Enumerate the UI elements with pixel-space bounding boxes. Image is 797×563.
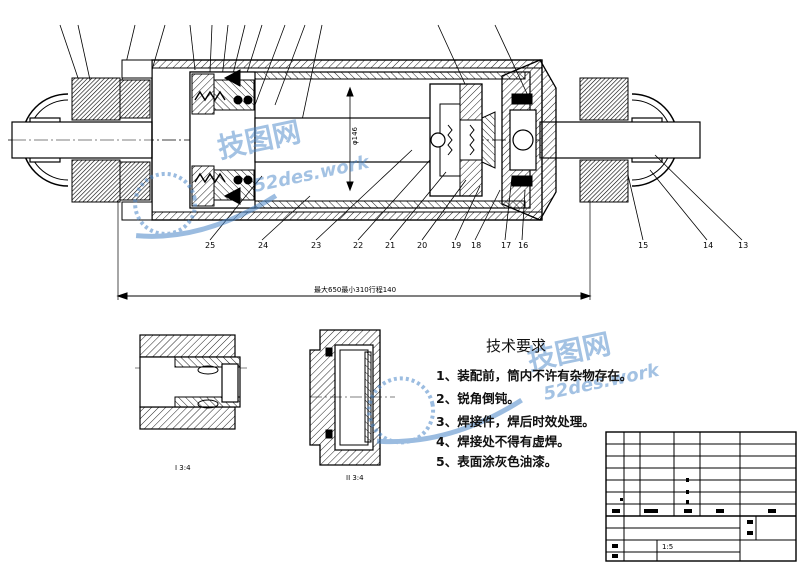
watermark-top	[133, 171, 278, 239]
part-number: 16	[518, 241, 528, 250]
detail-view-two	[309, 329, 395, 466]
part-number: 23	[311, 241, 321, 250]
assembly-labels: 最大650最小310行程140 φ146 25 24 23 22 21 20 1…	[205, 126, 748, 294]
tech-requirement-item: 5、表面涂灰色油漆。	[436, 454, 558, 469]
view-one-label: I 3:4	[175, 464, 191, 472]
part-number: 19	[451, 241, 461, 250]
tech-requirements-title: 技术要求	[486, 337, 547, 355]
part-number: 22	[353, 241, 363, 250]
right-rod	[539, 121, 701, 159]
part-number: 18	[471, 241, 481, 250]
part-number: 17	[501, 241, 511, 250]
part-number: 25	[205, 241, 215, 250]
part-number: 15	[638, 241, 648, 250]
left-bushing-top	[71, 77, 121, 121]
title-block-scale: 1:5	[662, 543, 673, 551]
diameter-label: φ146	[351, 126, 359, 145]
tech-requirement-item: 3、焊接件，焊后时效处理。	[436, 414, 595, 429]
right-bushing-bottom	[579, 159, 629, 203]
spring-bottom	[194, 172, 226, 184]
main-assembly	[8, 24, 743, 300]
dimension-text: 最大650最小310行程140	[314, 285, 396, 294]
right-bushing-top	[579, 77, 629, 121]
part-number: 14	[703, 241, 713, 250]
left-bushing-bottom	[71, 159, 121, 203]
watermark-bottom	[367, 376, 523, 445]
part-number: 20	[417, 241, 427, 250]
part-number: 13	[738, 241, 748, 250]
view-two-label: II 3:4	[346, 474, 364, 482]
spring-top	[194, 90, 226, 102]
part-number: 24	[258, 241, 268, 250]
tech-requirement-item: 2、锐角倒钝。	[436, 391, 520, 406]
part-number: 21	[385, 241, 395, 250]
check-ball	[430, 132, 446, 148]
tech-requirement-item: 1、装配前，筒内不许有杂物存在。	[436, 368, 633, 383]
part-number-labels: 25 24 23 22 21 20 19 18 17 16 15 14 13	[205, 241, 748, 250]
detail-view-one	[135, 334, 250, 430]
leader-lines-bottom	[209, 149, 743, 241]
tech-requirement-item: 4、焊接处不得有虚焊。	[436, 434, 570, 449]
title-block	[605, 431, 797, 562]
